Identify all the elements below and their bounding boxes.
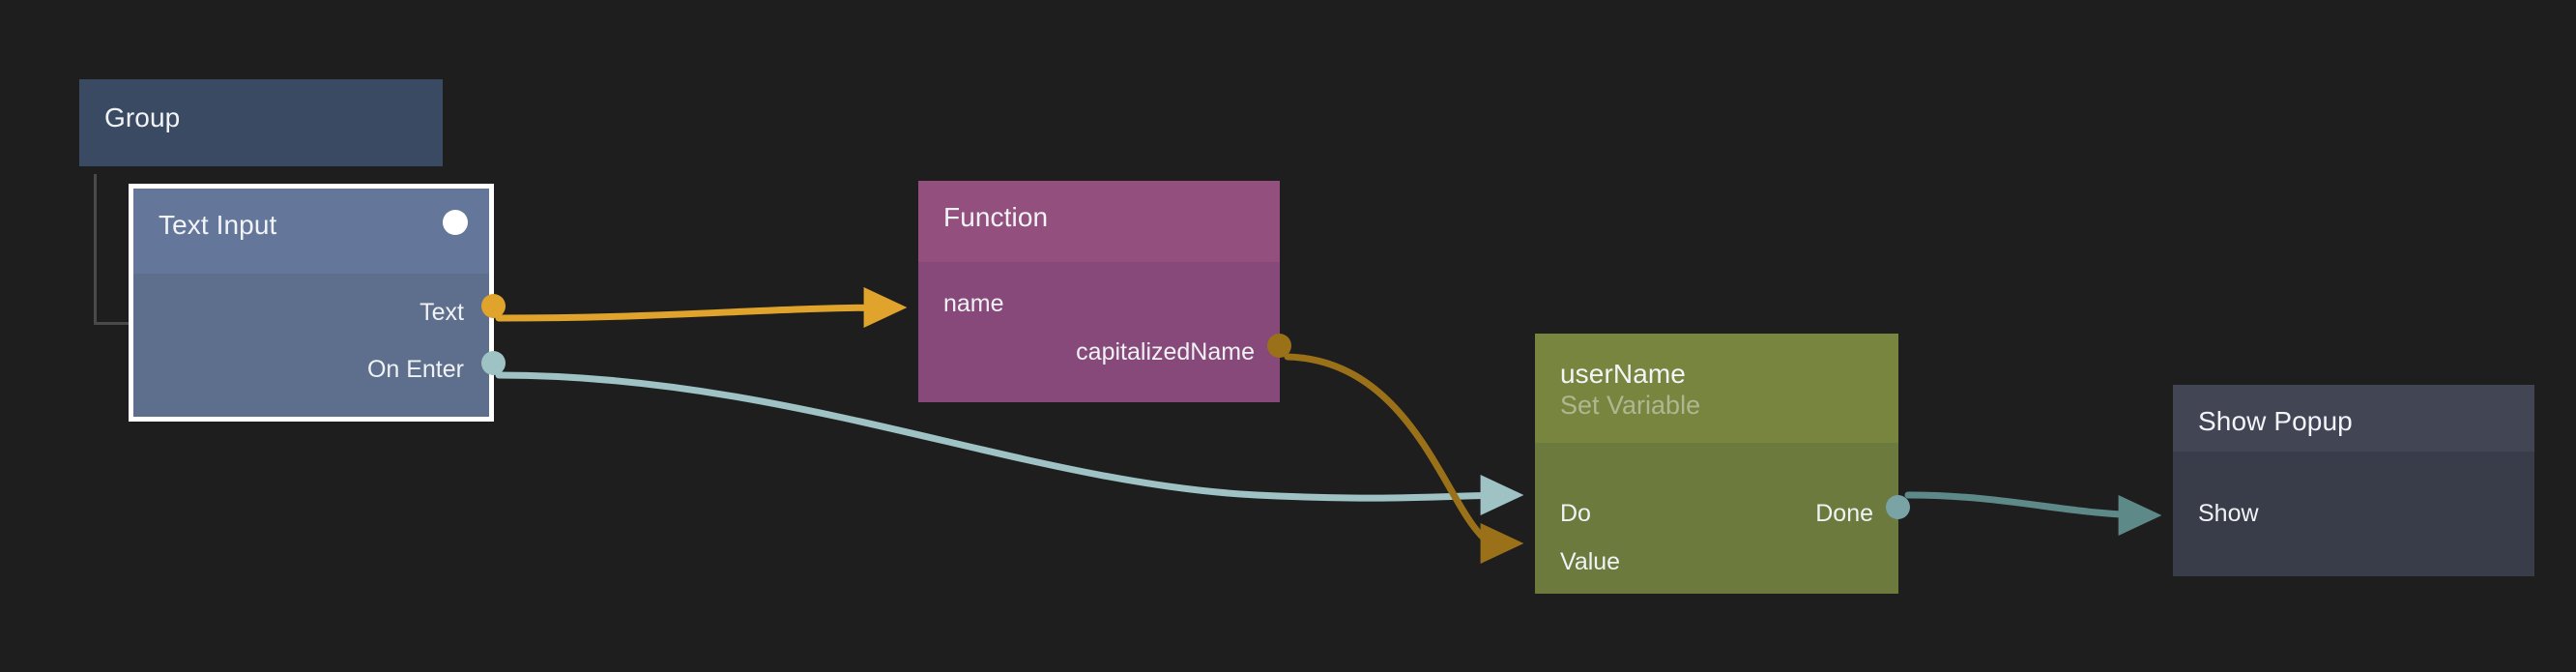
node-text-input-title: Text Input — [159, 210, 277, 240]
node-set-variable-title: userName — [1560, 359, 1686, 389]
port-dot-capitalized-name[interactable] — [1267, 334, 1291, 358]
port-label-do: Do — [1560, 500, 1591, 527]
node-group-title: Group — [104, 102, 181, 132]
node-group[interactable]: Group — [79, 79, 443, 166]
edge-done-to-show — [1904, 491, 2162, 536]
node-show-popup-title: Show Popup — [2198, 406, 2353, 436]
node-group-header: Group — [79, 79, 443, 133]
port-dot-done[interactable] — [1886, 495, 1910, 519]
node-set-variable-header: userName Set Variable — [1535, 334, 1898, 443]
port-label-value: Value — [1560, 548, 1621, 575]
port-label-done: Done — [1815, 500, 1873, 527]
port-label-name: name — [943, 290, 1004, 317]
port-label-on-enter: On Enter — [366, 356, 464, 383]
node-function-header: Function — [918, 181, 1280, 262]
port-dot-text[interactable] — [481, 294, 506, 318]
node-function[interactable]: Function name capitalizedName — [918, 181, 1291, 402]
node-text-input[interactable]: Text Input Text On Enter — [129, 184, 506, 422]
node-function-body: name capitalizedName — [918, 262, 1291, 402]
node-show-popup-header: Show Popup — [2173, 385, 2534, 452]
edge-text-to-name — [495, 287, 908, 329]
node-set-variable-body: Do Done Value — [1535, 443, 1910, 594]
node-text-input-body: Text On Enter — [133, 274, 506, 417]
port-label-show: Show — [2198, 500, 2259, 527]
port-label-text: Text — [420, 299, 464, 326]
node-text-input-header: Text Input — [133, 189, 489, 274]
node-set-variable-subtitle: Set Variable — [1560, 391, 1701, 421]
node-set-variable[interactable]: userName Set Variable Do Done Value — [1535, 334, 1910, 594]
node-function-title: Function — [943, 202, 1049, 232]
node-show-popup-body: Show — [2173, 452, 2534, 576]
port-label-capitalized-name: capitalizedName — [1076, 338, 1255, 365]
status-dot-icon[interactable] — [443, 210, 468, 235]
edge-capitalizedname-to-value — [1284, 353, 1524, 565]
group-child-bracket — [94, 174, 139, 325]
node-show-popup[interactable]: Show Popup Show — [2173, 385, 2534, 576]
port-dot-on-enter[interactable] — [481, 351, 506, 375]
